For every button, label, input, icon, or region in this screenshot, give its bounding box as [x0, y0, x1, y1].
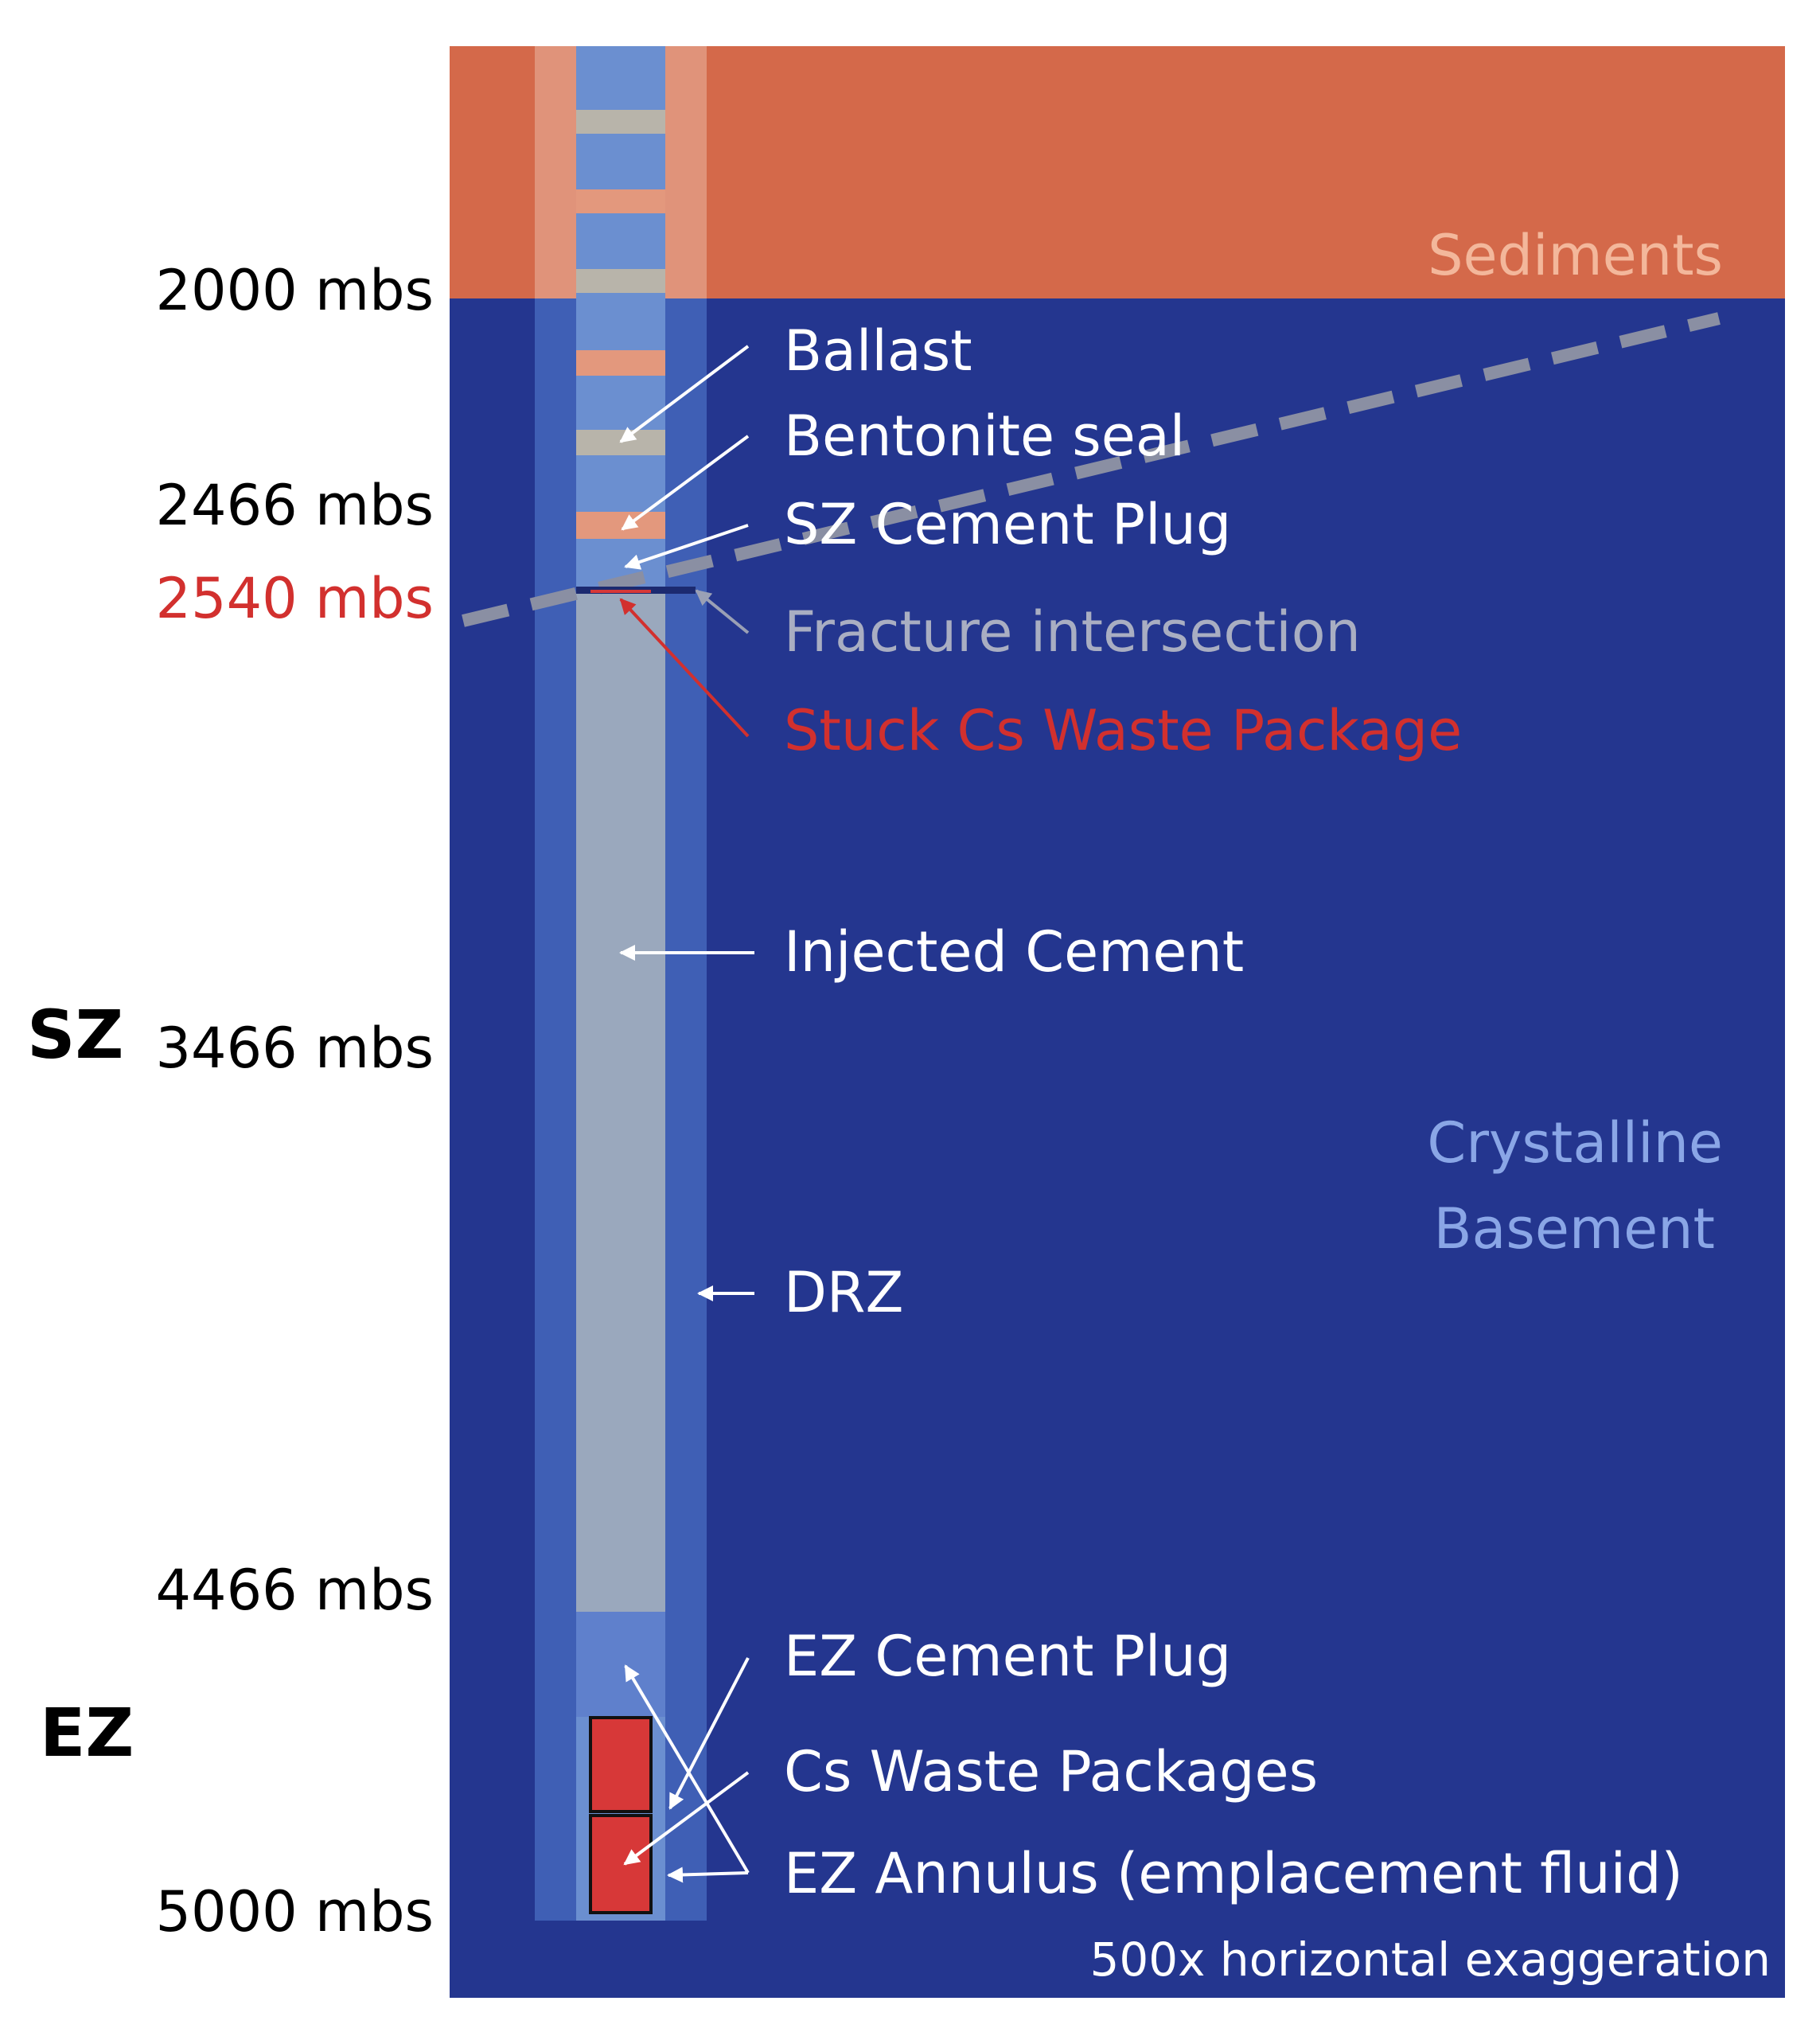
fracture-line: [462, 312, 1721, 627]
depth-label-3466: 3466 mbs: [155, 1016, 435, 1081]
stuck-package-label: Stuck Cs Waste Package: [784, 698, 1462, 763]
depth-label-2000: 2000 mbs: [155, 258, 435, 323]
sz-cement-plug-label: SZ Cement Plug: [784, 492, 1231, 557]
depth-label-2466: 2466 mbs: [155, 473, 435, 538]
sz-zone-label: SZ: [27, 996, 124, 1074]
depth-label-2540: 2540 mbs: [155, 566, 435, 631]
sediments-label: Sediments: [1428, 223, 1723, 288]
bentonite-band: [576, 269, 665, 293]
depth-label-5000: 5000 mbs: [155, 1879, 435, 1944]
bentonite-band: [576, 430, 665, 455]
ballast-label: Ballast: [784, 318, 972, 384]
ballast-band: [576, 512, 665, 539]
stuck-waste-package: [590, 590, 651, 593]
injected-cement-label: Injected Cement: [784, 919, 1244, 985]
ez-annulus-arrow: [624, 1664, 750, 1874]
waste-package: [589, 1814, 653, 1914]
cs-waste-packages-label: Cs Waste Packages: [784, 1739, 1318, 1804]
drz-label: DRZ: [784, 1260, 904, 1325]
ballast-band: [576, 350, 665, 376]
crystalline-label: Crystalline: [1427, 1110, 1723, 1176]
ez-annulus-arrow: [667, 1866, 749, 1883]
exaggeration-note: 500x horizontal exaggeration: [1089, 1933, 1771, 1987]
fracture-intersection-label: Fracture intersection: [784, 599, 1361, 665]
ez-cement-plug-label: EZ Cement Plug: [784, 1624, 1231, 1689]
injected-cement: [576, 589, 665, 1612]
bentonite-seal-label: Bentonite seal: [784, 404, 1185, 469]
ez-cement-plug: [576, 1612, 665, 1717]
bentonite-arrow: [621, 435, 750, 531]
ez-zone-label: EZ: [40, 1694, 134, 1772]
waste-package: [589, 1716, 653, 1813]
cs-packages-arrow: [623, 1771, 750, 1866]
fracture-arrow: [695, 589, 750, 634]
ballast-arrow: [619, 345, 750, 443]
basement-label: Basement: [1433, 1196, 1715, 1262]
ez-plug-arrow: [668, 1657, 750, 1810]
ballast-band: [576, 189, 665, 213]
ez-annulus-label: EZ Annulus (emplacement fluid): [784, 1841, 1683, 1906]
depth-label-4466: 4466 mbs: [155, 1558, 435, 1623]
sz-plug-arrow: [624, 524, 749, 570]
stuck-package-arrow: [619, 598, 750, 738]
bentonite-band: [576, 110, 665, 134]
